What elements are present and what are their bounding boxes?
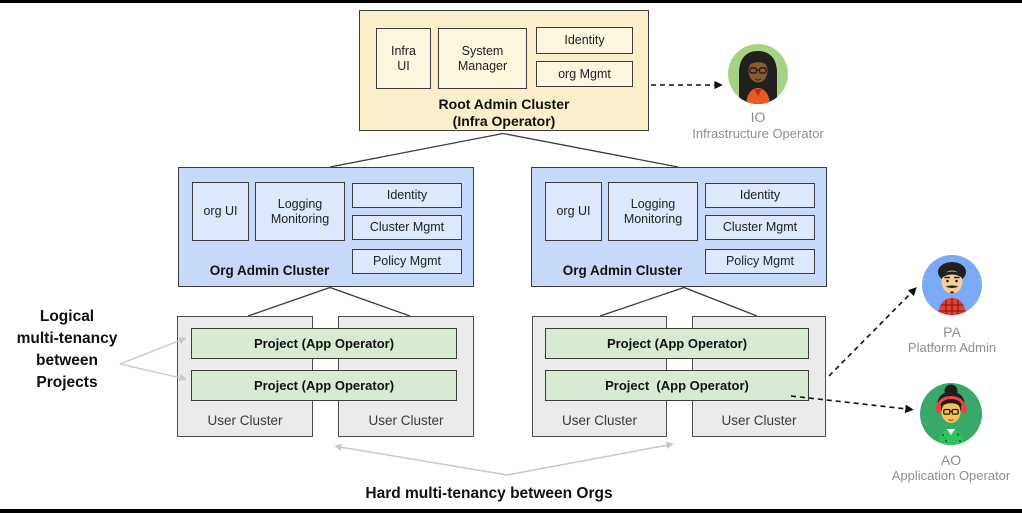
component-infra-ui: Infra UI	[376, 28, 431, 89]
persona-abbr-io: IO	[750, 109, 766, 125]
persona-abbr-ao: AO	[940, 452, 962, 468]
arrow-hard-left	[334, 443, 508, 476]
hard-multitenancy-note: Hard multi-tenancy between Orgs	[365, 485, 613, 502]
project-bar: Project (App Operator)	[545, 370, 809, 401]
org-cluster-title-right: Org Admin Cluster	[562, 263, 683, 278]
persona-role-ao: Application Operator	[891, 468, 1011, 483]
org-admin-cluster-right-box: org UI Logging Monitoring Identity Clust…	[531, 167, 827, 287]
root-cluster-subtitle: (Infra Operator)	[452, 113, 556, 129]
component-system-manager: System Manager	[438, 28, 527, 89]
connector-org-right-to-user-clusters	[599, 286, 758, 317]
component-cluster-mgmt-left: Cluster Mgmt	[352, 215, 462, 240]
org-cluster-title-left: Org Admin Cluster	[209, 263, 330, 278]
io-avatar-icon	[728, 44, 788, 104]
persona-abbr-pa: PA	[943, 324, 961, 340]
root-cluster-title: Root Admin Cluster	[438, 96, 570, 112]
connector-root-to-orgs	[329, 132, 679, 168]
user-cluster-label: User Cluster	[721, 413, 797, 428]
component-logging-monitoring-right: Logging Monitoring	[608, 182, 698, 241]
project-bar: Project (App Operator)	[191, 370, 457, 401]
root-cluster-title-block: Root Admin Cluster (Infra Operator)	[360, 96, 648, 130]
component-cluster-mgmt-right: Cluster Mgmt	[705, 215, 815, 240]
bottom-border-bar	[0, 509, 1022, 513]
user-cluster-label: User Cluster	[207, 413, 283, 428]
project-bar: Project (App Operator)	[545, 328, 809, 359]
org-admin-cluster-left-box: org UI Logging Monitoring Identity Clust…	[178, 167, 474, 287]
component-identity-root: Identity	[536, 27, 633, 54]
user-cluster-label: User Cluster	[368, 413, 444, 428]
user-cluster-label: User Cluster	[561, 413, 637, 428]
persona-role-io: Infrastructure Operator	[692, 126, 824, 141]
component-org-ui-right: org UI	[545, 182, 602, 241]
component-logging-monitoring-left: Logging Monitoring	[255, 182, 345, 241]
logical-multitenancy-note: Logical multi-tenancy between Projects	[16, 308, 118, 391]
component-policy-mgmt-left: Policy Mgmt	[352, 249, 462, 274]
top-border-bar	[0, 0, 1022, 3]
connector-org-left-to-user-clusters	[247, 286, 411, 317]
persona-role-pa: Platform Admin	[907, 340, 997, 355]
project-bar: Project (App Operator)	[191, 328, 457, 359]
ao-avatar-icon	[920, 383, 982, 445]
component-policy-mgmt-right: Policy Mgmt	[705, 249, 815, 274]
arrow-hard-right	[506, 441, 674, 476]
root-admin-cluster-box: Infra UI System Manager Identity org Mgm…	[359, 10, 649, 131]
component-org-ui-left: org UI	[192, 182, 249, 241]
component-identity-left: Identity	[352, 183, 462, 208]
pa-avatar-icon	[922, 255, 982, 315]
component-identity-right: Identity	[705, 183, 815, 208]
component-org-mgmt: org Mgmt	[536, 61, 633, 87]
